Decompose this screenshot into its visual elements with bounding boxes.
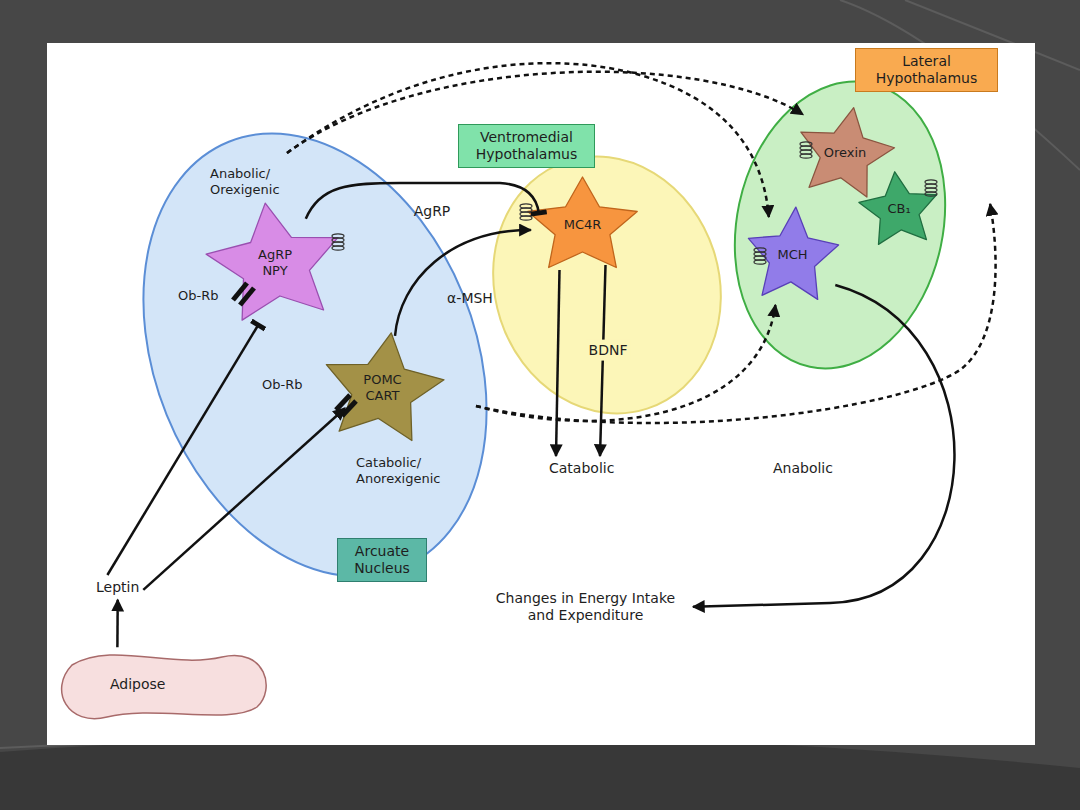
mc4r-neuron: MC4R (525, 175, 640, 275)
receptor-label-holder: Ob-Rb (178, 288, 218, 304)
energy-balance-output: Changes in Energy Intake and Expenditure (478, 586, 693, 628)
neuron-star (748, 207, 838, 299)
node-text: Leptin (96, 579, 139, 596)
mch-neuron: MCH (745, 205, 840, 305)
edge-label: BDNF (589, 342, 628, 359)
neuron-star (801, 108, 895, 197)
node-text: Arcuate Nucleus (341, 543, 423, 577)
region-ellipse (460, 127, 753, 443)
pomc-cart-neuron: POMC CART (320, 330, 445, 445)
node-text: Lateral Hypothalamus (859, 53, 994, 87)
edge-label-holder: α-MSH (444, 288, 496, 309)
catabolic-output: Catabolic (545, 456, 618, 481)
ventromedial-hypothalamus: Ventromedial HypothalamusMC4R (458, 120, 733, 420)
node-text: Anabolic/ Orexigenic (210, 166, 310, 197)
neuron-star (326, 333, 444, 441)
adipose-blob (62, 655, 267, 719)
node-text: CB₁ (887, 201, 910, 217)
node-text: Changes in Energy Intake and Expenditure (482, 590, 689, 624)
region-label-box: Ventromedial Hypothalamus (458, 124, 595, 168)
node-text: MCH (777, 247, 807, 263)
node-text: Ventromedial Hypothalamus (462, 129, 591, 163)
neuron-star (206, 203, 338, 320)
lateral-hypothalamus: Lateral HypothalamusOrexinCB₁ MCH (728, 48, 1003, 373)
region-ellipse (709, 62, 971, 388)
region-note: Anabolic/ Orexigenic (210, 166, 310, 197)
region-label-box: Arcuate Nucleus (337, 538, 427, 582)
connector (116, 600, 119, 648)
pathway-label-holder: Anabolic (773, 460, 833, 477)
edge-label: AgRP (414, 203, 451, 220)
white-panel (47, 43, 1035, 745)
orexin-neuron: Orexin (795, 105, 895, 200)
neuron-star (859, 172, 937, 245)
receptor-label-holder: Ob-Rb (262, 377, 302, 393)
receptor-label: Ob-Rb (178, 288, 218, 304)
node-text: AgRP NPY (245, 247, 305, 278)
edge-label: α-MSH (447, 290, 493, 307)
edge-label-holder: BDNF (586, 340, 631, 361)
node-text: Orexin (824, 145, 867, 161)
node-text: Catabolic (549, 460, 614, 477)
arcuate-nucleus: Arcuate Nucleus Anabolic/ OrexigenicCatab… (140, 130, 490, 590)
node-text: POMC CART (353, 372, 413, 403)
node-text: Catabolic/ Anorexigenic (356, 455, 474, 486)
node-text: MC4R (564, 217, 602, 233)
region-label-box: Lateral Hypothalamus (855, 48, 998, 92)
region-note: Catabolic/ Anorexigenic (356, 455, 474, 486)
adipose-tissue: Adipose (52, 645, 270, 723)
node-text: Adipose (110, 676, 165, 693)
region-outline (140, 130, 490, 590)
leptin-node: Leptin (92, 575, 143, 600)
pathway-label: Anabolic (773, 460, 833, 477)
neuron-star (528, 177, 637, 268)
cb1-neuron: CB₁ (858, 170, 940, 248)
edge-label-holder: AgRP (411, 201, 454, 222)
receptor-label: Ob-Rb (262, 377, 302, 393)
region-outline (728, 48, 1003, 373)
agrp-npy-neuron: AgRP NPY (205, 200, 345, 325)
slide-swoosh (0, 735, 1080, 810)
